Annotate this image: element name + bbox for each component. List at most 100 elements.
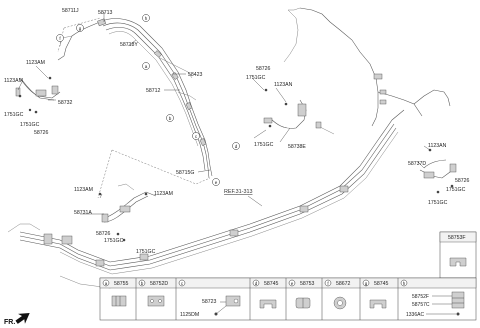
label-1751GC-b: 1751GC	[20, 122, 40, 128]
rear-tube-lines	[283, 7, 451, 127]
svg-text:58755: 58755	[114, 281, 129, 287]
circle-letter-h: h	[142, 14, 150, 22]
table-cell-h: h 58752F 58757C 1336AC	[400, 279, 465, 318]
label-58726-c: 58726	[455, 178, 470, 184]
diagram-circle-letters: h g f a b c d e	[56, 14, 240, 186]
label-1123AM-upper: 1123AM	[26, 60, 45, 66]
harness-clips	[97, 18, 207, 146]
label-1751GC-h: 1751GC	[136, 249, 156, 255]
label-58731A: 58731A	[74, 210, 92, 216]
svg-text:58745: 58745	[374, 281, 389, 287]
parts-table: 58753F a 58755 b 58752D	[99, 231, 477, 321]
svg-text:e: e	[291, 281, 294, 286]
svg-text:e: e	[215, 180, 218, 185]
svg-text:a: a	[145, 64, 148, 69]
dashed-region-middle	[97, 149, 211, 199]
front-label: FR.	[4, 319, 15, 326]
clip-icon-58753	[295, 297, 311, 309]
clip-icon-58755	[111, 295, 127, 307]
label-58423: 58423	[188, 72, 203, 78]
svg-text:c: c	[181, 281, 184, 286]
clip-icon-58745-d	[259, 299, 277, 309]
label-1751GC-c: 1751GC	[246, 75, 266, 81]
label-1751GC-d: 1751GC	[254, 142, 274, 148]
grommet-icon-58672	[333, 296, 347, 310]
svg-text:58745: 58745	[264, 281, 279, 287]
svg-text:c: c	[195, 134, 198, 139]
circle-letter-g: g	[76, 24, 84, 32]
clip-icon-58752D	[147, 295, 165, 307]
bracket-icon-58723	[214, 295, 241, 316]
svg-text:58723: 58723	[202, 299, 217, 305]
label-1751GC-e: 1751GC	[446, 187, 466, 193]
svg-text:58672: 58672	[336, 281, 351, 287]
label-58713: 58713	[98, 10, 113, 16]
label-58738E: 58738E	[288, 144, 306, 150]
svg-text:g: g	[365, 281, 368, 286]
svg-text:b: b	[141, 281, 144, 286]
table-cell-g: g 58745	[362, 279, 389, 309]
corner-part-label: 58753F	[448, 235, 466, 241]
svg-text:1125DM: 1125DM	[180, 312, 199, 318]
label-1751GC-g: 1751GC	[104, 238, 124, 244]
label-1123AN-b: 1123AN	[428, 143, 447, 149]
circle-letter-f: f	[56, 34, 64, 42]
svg-text:a: a	[105, 281, 108, 286]
table-cell-b: b 58752D	[138, 279, 168, 307]
dashed-leader-upper	[57, 17, 101, 53]
label-58732: 58732	[58, 100, 73, 106]
svg-text:h: h	[145, 16, 148, 21]
bracket-58731A-assembly	[98, 183, 157, 242]
label-58726-a: 58726	[34, 130, 49, 136]
svg-text:58752D: 58752D	[150, 281, 168, 287]
svg-text:d: d	[255, 281, 258, 286]
corner-part-icon	[449, 257, 467, 267]
table-cell-d: d 58745	[252, 279, 279, 309]
svg-text:58757C: 58757C	[412, 302, 430, 308]
label-58718Y: 58718Y	[120, 42, 138, 48]
main-tube-harness	[57, 18, 213, 179]
svg-text:f: f	[327, 281, 329, 286]
reference-link[interactable]: REF.31-313	[224, 189, 252, 195]
table-cell-a: a 58755	[102, 279, 129, 307]
table-cell-c: c 58723 1125DM	[178, 279, 241, 318]
svg-text:f: f	[59, 36, 61, 41]
label-58726-d: 58726	[96, 231, 111, 237]
label-1123AM-c: 1123AM	[74, 187, 93, 193]
bracket-58738E-assembly	[263, 88, 335, 135]
svg-text:h: h	[403, 281, 406, 286]
label-58726-b: 58726	[256, 66, 271, 72]
table-cell-f: f 58672	[324, 279, 351, 310]
leader-lines	[17, 12, 431, 215]
label-58712: 58712	[146, 88, 161, 94]
circle-letter-d: d	[232, 142, 240, 150]
table-cell-e: e 58753	[288, 279, 315, 309]
circle-letter-e: e	[212, 178, 220, 186]
svg-text:g: g	[79, 26, 82, 31]
svg-text:58752F: 58752F	[412, 294, 429, 300]
svg-text:b: b	[169, 116, 172, 121]
svg-text:58753: 58753	[300, 281, 315, 287]
front-arrow-icon	[15, 313, 30, 324]
svg-text:d: d	[235, 144, 238, 149]
front-direction-indicator: FR.	[4, 313, 30, 326]
svg-text:1336AC: 1336AC	[406, 312, 424, 318]
label-1123AM-d: 1123AM	[154, 191, 173, 197]
label-1123AN-a: 1123AN	[274, 82, 293, 88]
circle-letter-a: a	[142, 62, 150, 70]
lower-long-tube-bundle	[7, 109, 405, 289]
label-58711J: 58711J	[62, 8, 79, 14]
bracket-58732-assembly	[15, 76, 61, 114]
bracket-58737D-assembly	[419, 148, 457, 194]
label-1751GC-f: 1751GC	[428, 200, 448, 206]
circle-letter-b: b	[166, 114, 174, 122]
label-1751GC-a: 1751GC	[4, 112, 24, 118]
clip-assembly-icon-58752F	[426, 291, 465, 316]
callout-labels: 58711J 58713 58718Y 58423 58712 58715G 1…	[4, 8, 470, 255]
label-58737D: 58737D	[408, 161, 426, 167]
circle-letter-c: c	[192, 132, 200, 140]
label-1123AM-left: 1123AM	[4, 78, 23, 84]
label-58715G: 58715G	[176, 170, 194, 176]
clip-icon-58745-g	[369, 299, 387, 309]
